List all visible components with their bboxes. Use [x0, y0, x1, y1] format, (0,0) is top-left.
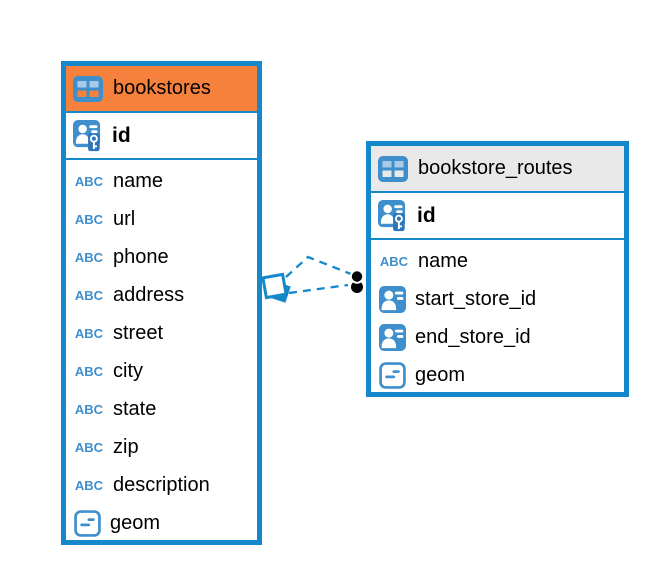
column-row[interactable]: geom [66, 504, 257, 542]
column-row[interactable]: ABC name [371, 242, 624, 280]
column-name: address [113, 283, 185, 306]
column-row[interactable]: ABC description [66, 466, 257, 504]
table-header[interactable]: bookstores [66, 66, 257, 111]
column-row[interactable]: start_store_id [371, 280, 624, 318]
column-name: name [113, 169, 164, 192]
column-name: city [113, 359, 143, 382]
person-key-icon [73, 119, 102, 152]
geometry-type-icon [74, 509, 101, 537]
text-type-icon: ABC [379, 253, 409, 269]
column-row[interactable]: ABC street [66, 314, 257, 352]
text-type-icon: ABC [74, 325, 104, 341]
text-type-icon: ABC [74, 249, 104, 265]
column-row[interactable]: ABC name [66, 162, 257, 200]
column-name: state [113, 397, 157, 420]
column-name: start_store_id [415, 287, 537, 310]
column-name: street [113, 321, 164, 344]
text-type-icon: ABC [74, 287, 104, 303]
relation-diamond-marker-back[interactable] [269, 281, 291, 303]
primary-key-name: id [112, 123, 131, 147]
column-row[interactable]: end_store_id [371, 318, 624, 356]
relation-edge-end-store[interactable] [288, 283, 349, 295]
column-row[interactable]: ABC address [66, 276, 257, 314]
column-name: geom [110, 511, 161, 534]
text-type-icon: ABC [74, 477, 104, 493]
column-list: ABC name start_store_id end_store_id geom [371, 240, 624, 394]
table-header[interactable]: bookstore_routes [371, 146, 624, 191]
table-icon [73, 75, 103, 102]
table-name: bookstore_routes [418, 157, 573, 179]
column-name: geom [415, 363, 466, 386]
primary-key-row[interactable]: id [66, 111, 257, 160]
column-name: description [113, 473, 210, 496]
table-icon [378, 155, 408, 182]
primary-key-row[interactable]: id [371, 191, 624, 240]
column-row[interactable]: ABC url [66, 200, 257, 238]
text-type-icon: ABC [74, 173, 104, 189]
person-key-icon [378, 199, 407, 232]
geometry-type-icon [379, 361, 406, 389]
column-name: url [113, 207, 136, 230]
primary-key-name: id [417, 203, 436, 227]
text-type-icon: ABC [74, 401, 104, 417]
column-row[interactable]: ABC city [66, 352, 257, 390]
relation-dot-marker-back[interactable] [351, 281, 363, 293]
column-row[interactable]: ABC state [66, 390, 257, 428]
relation-dot-marker-front[interactable] [349, 269, 365, 284]
relation-diamond-marker-front[interactable] [261, 272, 288, 300]
person-reference-icon [379, 323, 406, 351]
column-row[interactable]: ABC phone [66, 238, 257, 276]
text-type-icon: ABC [74, 363, 104, 379]
column-name: zip [113, 435, 139, 458]
column-name: name [418, 249, 469, 272]
relation-edge-start-store[interactable] [285, 255, 352, 278]
text-type-icon: ABC [74, 439, 104, 455]
table-name: bookstores [113, 77, 211, 99]
person-reference-icon [379, 285, 406, 313]
column-row[interactable]: ABC zip [66, 428, 257, 466]
column-name: phone [113, 245, 169, 268]
text-type-icon: ABC [74, 211, 104, 227]
column-name: end_store_id [415, 325, 531, 348]
column-row[interactable]: geom [371, 356, 624, 394]
